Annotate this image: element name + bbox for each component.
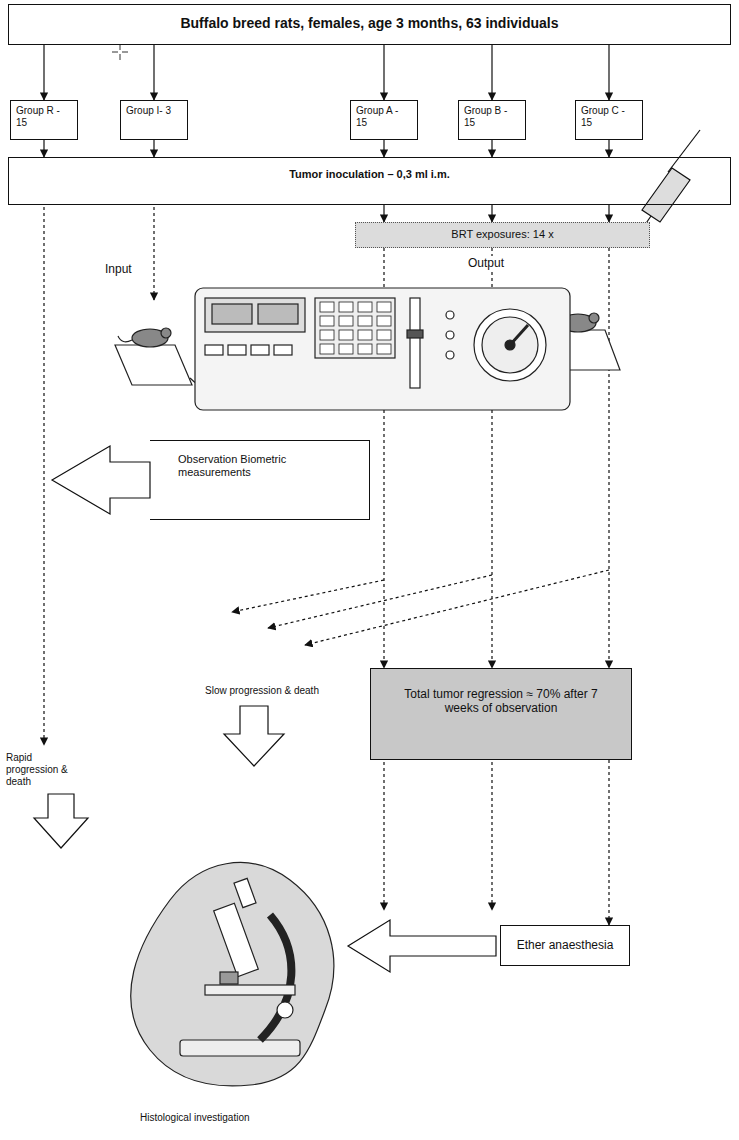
node-text: Buffalo breed rats, females, age 3 month… bbox=[17, 15, 722, 32]
hollow-arrow bbox=[224, 706, 284, 766]
device-illustration bbox=[115, 288, 620, 410]
group-box: Group A - 15 bbox=[350, 100, 418, 140]
flow-arrow bbox=[43, 45, 44, 100]
annotation-label: Output bbox=[468, 256, 504, 270]
population-box: Buffalo breed rats, females, age 3 month… bbox=[8, 4, 731, 45]
node-text: Observation Biometric measurements bbox=[178, 453, 359, 479]
keypad-key bbox=[320, 344, 334, 354]
keypad-key bbox=[377, 344, 391, 354]
flow-arrow bbox=[153, 140, 154, 157]
result-box: Total tumor regression ≈ 70% after 7 wee… bbox=[370, 668, 632, 760]
flow-arrow bbox=[491, 45, 492, 100]
flow-arrow bbox=[43, 140, 44, 157]
node-text: Group B - 15 bbox=[464, 105, 520, 129]
flow-arrow bbox=[608, 760, 609, 925]
keypad-key bbox=[377, 330, 391, 340]
keypad-key bbox=[358, 330, 372, 340]
keypad-key bbox=[339, 344, 353, 354]
keypad-key bbox=[339, 316, 353, 326]
group-box: Group B - 15 bbox=[458, 100, 526, 140]
dotted-path bbox=[44, 207, 609, 910]
node-text: Tumor inoculation – 0,3 ml i.m. bbox=[17, 168, 722, 181]
annotation-label: Input bbox=[105, 262, 132, 276]
microscope-illustration bbox=[131, 863, 334, 1086]
keypad-key bbox=[320, 316, 334, 326]
group-box: Group C - 15 bbox=[575, 100, 643, 140]
flow-arrow bbox=[153, 45, 154, 100]
hollow-arrow bbox=[52, 446, 150, 514]
node-text: Group C - 15 bbox=[581, 105, 637, 129]
syringe-icon bbox=[633, 130, 700, 236]
keypad-key bbox=[377, 302, 391, 312]
keypad-key bbox=[377, 316, 391, 326]
annotation-label: Slow progression & death bbox=[205, 685, 319, 697]
group-box: Group R - 15 bbox=[10, 100, 78, 140]
flow-arrow bbox=[491, 140, 492, 157]
hollow-arrow bbox=[34, 794, 88, 848]
node-text: Group I- 3 bbox=[126, 105, 182, 117]
annotation-label: Histological investigation bbox=[140, 1112, 250, 1124]
keypad-key bbox=[358, 344, 372, 354]
observation-box: Observation Biometric measurements bbox=[150, 440, 370, 520]
flow-arrow bbox=[608, 248, 609, 668]
group-box: Group I- 3 bbox=[120, 100, 188, 140]
node-text: Total tumor regression ≈ 70% after 7 wee… bbox=[401, 687, 601, 716]
flow-arrow bbox=[608, 140, 609, 157]
keypad-key bbox=[339, 302, 353, 312]
process-box: Ether anaesthesia bbox=[500, 925, 630, 966]
process-box: Tumor inoculation – 0,3 ml i.m. bbox=[8, 157, 731, 205]
flow-arrow bbox=[608, 205, 609, 222]
flow-arrow bbox=[383, 45, 384, 100]
keypad-key bbox=[320, 302, 334, 312]
flow-arrow bbox=[383, 140, 384, 157]
flow-arrow bbox=[491, 205, 492, 222]
treatment-box: BRT exposures: 14 x bbox=[355, 222, 650, 248]
node-text: BRT exposures: 14 x bbox=[362, 228, 643, 241]
hollow-arrow bbox=[348, 920, 496, 972]
flow-arrow bbox=[383, 205, 384, 222]
annotation-label: Rapid progression & death bbox=[6, 752, 78, 788]
keypad-key bbox=[358, 316, 372, 326]
keypad-key bbox=[320, 330, 334, 340]
node-text: Group A - 15 bbox=[356, 105, 412, 129]
keypad-key bbox=[339, 330, 353, 340]
flow-arrow bbox=[608, 45, 609, 100]
keypad-key bbox=[358, 302, 372, 312]
node-text: Group R - 15 bbox=[16, 105, 72, 129]
crosshair-mark bbox=[112, 44, 128, 60]
node-text: Ether anaesthesia bbox=[507, 938, 623, 952]
